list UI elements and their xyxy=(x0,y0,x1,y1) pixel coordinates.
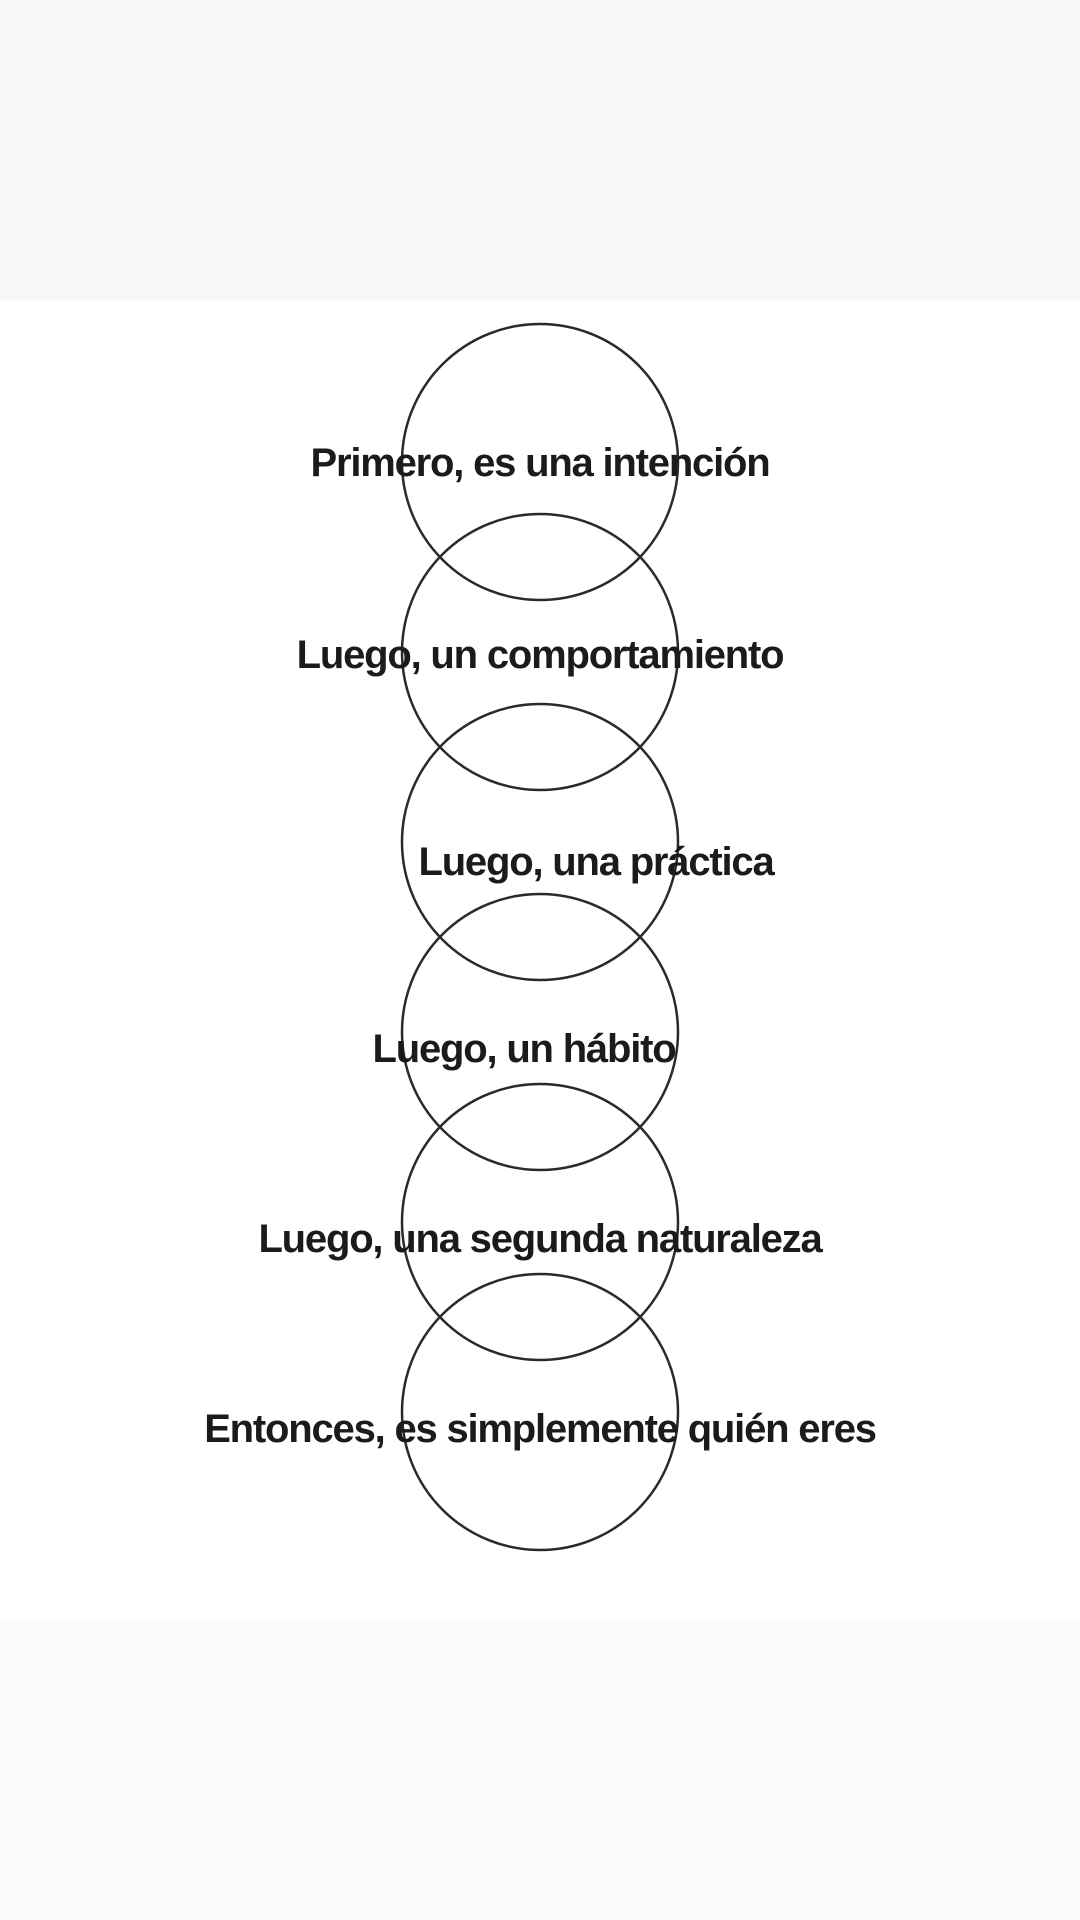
rings-group xyxy=(400,322,680,1552)
ring-3 xyxy=(400,702,680,982)
step-label-3: Luego, una práctica xyxy=(418,840,775,884)
ring-6 xyxy=(400,1272,680,1552)
ring-2 xyxy=(400,512,680,792)
step-label-5: Luego, una segunda naturaleza xyxy=(258,1217,823,1261)
diagram-panel xyxy=(0,300,1080,1620)
step-label-2: Luego, un comportamiento xyxy=(297,633,784,677)
labels-group: Primero, es una intención Luego, un comp… xyxy=(204,441,877,1451)
step-label-4: Luego, un hábito xyxy=(373,1027,676,1071)
step-label-6: Entonces, es simplemente quién eres xyxy=(204,1407,876,1451)
ring-5 xyxy=(400,1082,680,1362)
step-label-1: Primero, es una intención xyxy=(310,441,769,485)
bottom-band xyxy=(0,1620,1080,1920)
ring-4 xyxy=(400,892,680,1172)
top-band xyxy=(0,0,1080,300)
ring-1 xyxy=(400,322,680,602)
